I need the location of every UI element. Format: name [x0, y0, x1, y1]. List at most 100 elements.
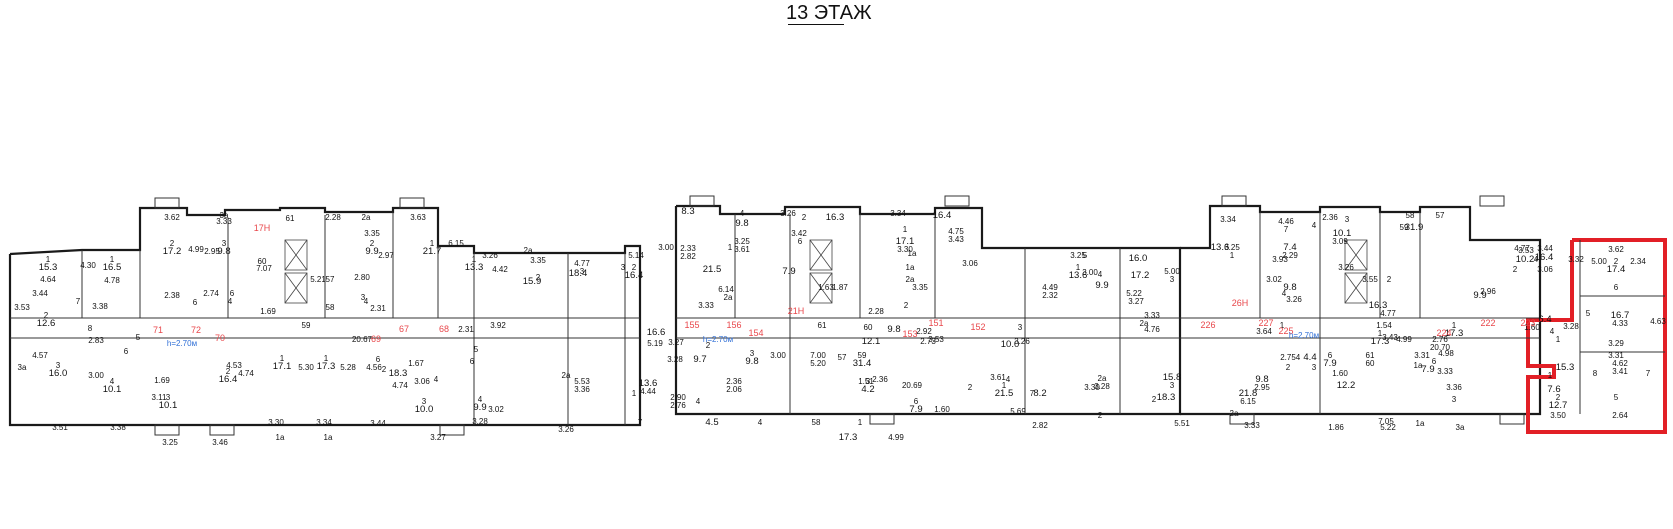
dimension-label: 3.50	[1550, 411, 1566, 420]
dimension-label: 58	[326, 303, 335, 312]
dimension-label: 4.42	[492, 265, 508, 274]
ceiling-height-note: h=2.70м	[1289, 331, 1319, 340]
dimension-label: 61	[286, 214, 295, 223]
dimension-label: 1	[1556, 335, 1561, 344]
dimension-label: 4.63	[1650, 317, 1666, 326]
dimension-label: 1	[728, 243, 733, 252]
dimension-label: 4.60	[0, 0, 8, 2]
dimension-label: 4.76	[1144, 325, 1160, 334]
dimension-label: 5	[1586, 309, 1591, 318]
dimension-label: 4	[1098, 270, 1103, 279]
apartment-number: 225	[1278, 326, 1293, 336]
dimension-label: 60	[1366, 359, 1375, 368]
dimension-label: 1.69	[260, 307, 276, 316]
apartment-number: 70	[215, 333, 225, 343]
dimension-label: 3.28	[472, 417, 488, 426]
dimension-label: 3.53	[928, 335, 944, 344]
apartment-number: 223	[1520, 318, 1535, 328]
dimension-label: 4	[110, 377, 115, 386]
apartment-number: 155	[684, 320, 699, 330]
dimension-label: 5.53	[574, 377, 590, 386]
dimension-label: 3.00	[88, 371, 104, 380]
dimension-label: 59	[302, 321, 311, 330]
dimension-label: 4.63	[0, 0, 8, 2]
dimension-label: 4	[1282, 289, 1287, 298]
dimension-label: 4.57	[32, 351, 48, 360]
room-area-label: 21.5	[995, 388, 1014, 399]
room-area-label: 18.3	[389, 368, 408, 379]
dimension-label: 3.28	[1094, 382, 1110, 391]
dimension-label: 2.96	[1480, 287, 1496, 296]
room-area-label: 17.3	[839, 432, 858, 443]
room-area-label: 15.8	[1163, 372, 1182, 383]
dimension-label: 6	[1614, 283, 1619, 292]
room-area-label: 13.6	[1069, 270, 1088, 281]
dimension-label: 2.64	[1612, 411, 1628, 420]
dimension-label: 1а	[908, 249, 917, 258]
dimension-label: 3.62	[164, 213, 180, 222]
dimension-label: 1.86	[1328, 423, 1344, 432]
dimension-label: 3.02	[488, 405, 504, 414]
dimension-label: 3	[422, 397, 427, 406]
dimension-label: 3.43	[948, 235, 964, 244]
room-area-label: 16.3	[826, 212, 845, 223]
dimension-label: 3.30	[268, 418, 284, 427]
dimension-label: 3.29	[1608, 339, 1624, 348]
room-area-label: 12.1	[862, 336, 881, 347]
dimension-label: 3	[1312, 363, 1317, 372]
dimension-label: 2а	[362, 213, 371, 222]
dimension-label: 1.67	[408, 359, 424, 368]
dimension-label: 2.29	[1282, 251, 1298, 260]
dimension-label: 5	[136, 333, 141, 342]
room-area-label: 8.2	[1033, 388, 1046, 399]
dimension-label: 2а	[1098, 374, 1107, 383]
dimension-label: 2.36	[872, 375, 888, 384]
dimension-label: 5.22	[1380, 423, 1396, 432]
dimension-label: 3	[1345, 215, 1350, 224]
dimension-label: 2.06	[726, 385, 742, 394]
dimension-label: 3.38	[110, 423, 126, 432]
dimension-label: 3.55	[1362, 275, 1378, 284]
dimension-label: 3.61	[990, 373, 1006, 382]
dimension-label: 3.30	[897, 245, 913, 254]
dimension-label: 4.53	[226, 361, 242, 370]
dimension-label: 3.53	[1518, 246, 1534, 255]
room-area-label: 17.3	[317, 361, 336, 372]
dimension-label: 60	[864, 323, 873, 332]
room-area-label: 16.5	[103, 262, 122, 273]
dimension-label: 3.25	[162, 438, 178, 447]
dimension-label: 6.15	[1240, 397, 1256, 406]
dimension-label: 1	[280, 354, 285, 363]
dimension-label: 2.95	[1254, 383, 1270, 392]
dimension-label: 20.67	[352, 335, 373, 344]
dimension-label: 2.36	[1322, 213, 1338, 222]
dimension-label: 3.44	[1537, 244, 1553, 253]
dimension-label: 1.54	[1376, 321, 1392, 330]
dimension-label: 4.78	[104, 276, 120, 285]
dimension-label: 61	[818, 321, 827, 330]
dimension-label: 3.40	[0, 0, 8, 2]
dimension-label: 3.28	[667, 355, 683, 364]
dimension-label: 3.31	[1608, 351, 1624, 360]
room-area-label: 16.3	[1369, 300, 1388, 311]
dimension-label: 57	[326, 275, 335, 284]
dimension-label: 2.92	[916, 327, 932, 336]
room-area-label: 7.9	[909, 404, 922, 415]
room-area-label: 8.3	[681, 206, 694, 217]
dimension-label: 2.36	[726, 377, 742, 386]
dimension-label: 4.74	[392, 381, 408, 390]
room-area-label: 12.6	[37, 318, 56, 329]
room-area-label: 10.1	[159, 400, 178, 411]
room-area-label: 13.6	[1211, 242, 1230, 253]
dimension-label: 5	[1083, 251, 1088, 260]
dimension-label: 4.77	[574, 259, 590, 268]
dimension-label: 3.31	[1414, 351, 1430, 360]
dimension-label: 3.38	[92, 302, 108, 311]
room-area-label: 16.7	[1611, 310, 1630, 321]
dimension-label: 5	[474, 345, 479, 354]
apartment-number: 69	[371, 334, 381, 344]
dimension-label: 2	[170, 239, 175, 248]
dimension-label: 4.99	[888, 433, 904, 442]
